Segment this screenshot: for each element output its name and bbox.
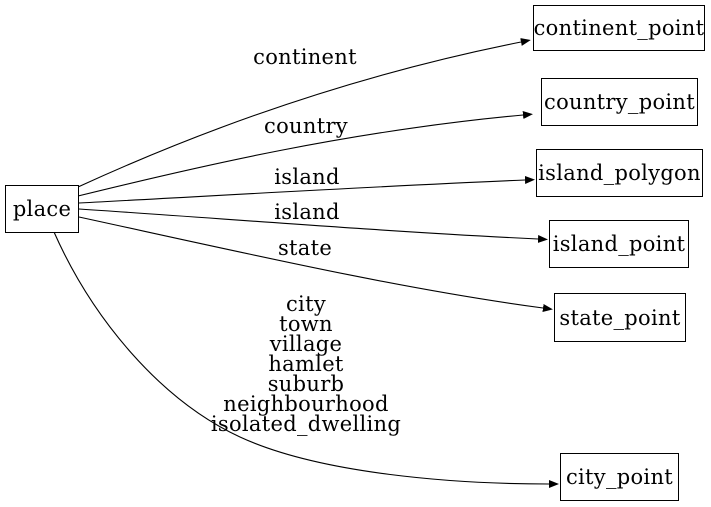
- node-label: island_polygon: [538, 161, 701, 185]
- node-state_point: state_point: [554, 293, 686, 342]
- edge-place-to-island_polygon: [78, 176, 535, 204]
- node-label: state_point: [559, 305, 681, 330]
- edge-label-line: suburb: [267, 372, 345, 396]
- node-island_point: island_point: [549, 220, 689, 268]
- node-city_point: city_point: [560, 453, 679, 501]
- edge-label-line: city: [286, 292, 326, 316]
- node-label: island_point: [552, 232, 686, 256]
- edge-place-to-city_point: [53, 231, 559, 488]
- edge-label-line: neighbourhood: [223, 392, 389, 416]
- edge-label-place-to-state_point: state: [277, 236, 333, 260]
- node-label: city_point: [565, 465, 674, 489]
- node-continent_point: continent_point: [533, 5, 705, 51]
- edge-place-to-country_point: [77, 111, 533, 197]
- edge-place-to-island_point: [78, 208, 548, 243]
- node-island_polygon: island_polygon: [536, 149, 703, 197]
- node-country_point: country_point: [541, 78, 698, 126]
- edge-label-line: country: [264, 114, 348, 138]
- edge-label-line: continent: [253, 45, 357, 69]
- edge-label-line: hamlet: [268, 352, 344, 376]
- edge-label-line: town: [279, 312, 333, 336]
- edge-place-to-state_point: [78, 216, 553, 312]
- edge-label-place-to-country_point: country: [264, 114, 348, 138]
- edge-label-line: village: [269, 332, 343, 356]
- edge-place-to-continent_point: [77, 38, 531, 188]
- node-label: continent_point: [533, 16, 705, 40]
- edge-label-place-to-continent_point: continent: [253, 45, 357, 69]
- edge-label-place-to-island_point: island: [274, 200, 340, 224]
- node-label: place: [12, 197, 72, 221]
- edge-label-place-to-island_polygon: island: [274, 165, 340, 189]
- edge-label-line: isolated_dwelling: [210, 412, 402, 436]
- edge-label-line: island: [274, 165, 340, 189]
- edge-label-line: island: [274, 200, 340, 224]
- edges-group: [53, 38, 559, 488]
- node-label: country_point: [544, 90, 695, 114]
- edge-label-line: state: [277, 236, 333, 260]
- node-place: place: [5, 185, 79, 233]
